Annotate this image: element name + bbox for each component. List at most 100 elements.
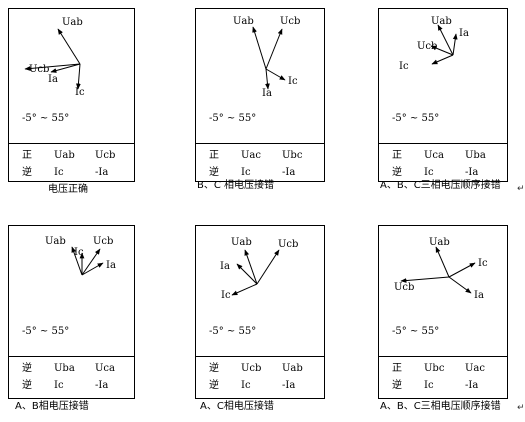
vector-label: Ic bbox=[221, 290, 231, 301]
phasor-vectors bbox=[24, 28, 81, 90]
vector-label: Ic bbox=[75, 87, 85, 98]
uab-vector bbox=[244, 249, 258, 285]
sequence-cell: Uab bbox=[54, 150, 75, 161]
vector-label: Uab bbox=[231, 237, 252, 248]
sequence-cell: -Ia bbox=[95, 167, 109, 178]
ucb-vector bbox=[430, 45, 454, 56]
sequence-cell: Uba bbox=[465, 150, 486, 161]
sequence-cell: 逆 bbox=[392, 167, 402, 178]
sequence-cell: Ic bbox=[241, 167, 251, 178]
table-divider bbox=[379, 356, 507, 357]
paragraph-mark-icon: ↵ bbox=[517, 184, 525, 194]
ucb-vector bbox=[24, 63, 81, 71]
ic-vector bbox=[448, 262, 476, 278]
vector-label: Uab bbox=[62, 17, 83, 28]
sequence-cell: 逆 bbox=[392, 380, 402, 391]
sequence-cell: 逆 bbox=[22, 380, 32, 391]
sequence-cell: -Ia bbox=[465, 167, 479, 178]
angle-range: -5° ~ 55° bbox=[209, 326, 257, 337]
vector-label: Uab bbox=[429, 237, 450, 248]
vector-label: Ucb bbox=[278, 239, 299, 250]
ia-vector bbox=[236, 263, 258, 285]
phasor-vectors bbox=[400, 246, 476, 294]
sequence-cell: Uab bbox=[282, 363, 303, 374]
vector-label: Uab bbox=[431, 16, 452, 27]
sequence-cell: 正 bbox=[209, 150, 219, 161]
sequence-cell: 逆 bbox=[22, 167, 32, 178]
sequence-cell: Ic bbox=[424, 167, 434, 178]
vector-label: Ic bbox=[478, 258, 488, 269]
uab-vector bbox=[71, 246, 83, 276]
phasor-vectors bbox=[231, 249, 280, 296]
phasor-vectors bbox=[430, 24, 458, 65]
sequence-cell: -Ia bbox=[465, 380, 479, 391]
sequence-cell: -Ia bbox=[282, 167, 296, 178]
sequence-cell: -Ia bbox=[95, 380, 109, 391]
sequence-cell: Ucb bbox=[241, 363, 262, 374]
sequence-cell: 正 bbox=[392, 150, 402, 161]
sequence-cell: Ic bbox=[54, 380, 64, 391]
table-divider bbox=[9, 143, 134, 144]
vector-label: Ia bbox=[262, 88, 272, 99]
vector-label: Ia bbox=[48, 74, 58, 85]
sequence-cell: Ucb bbox=[95, 150, 116, 161]
vector-label: Ic bbox=[288, 76, 298, 87]
sequence-cell: Uac bbox=[465, 363, 485, 374]
ucb-vector bbox=[265, 28, 283, 70]
vector-label: Ic bbox=[399, 61, 409, 72]
vector-label: Ucb bbox=[417, 41, 438, 52]
panel-caption: 电压正确 bbox=[48, 184, 88, 195]
vector-label: Ucb bbox=[394, 282, 415, 293]
ucb-vector bbox=[81, 248, 101, 276]
sequence-cell: Uca bbox=[95, 363, 115, 374]
angle-range: -5° ~ 55° bbox=[209, 113, 257, 124]
sequence-cell: Ic bbox=[241, 380, 251, 391]
sequence-cell: Uba bbox=[54, 363, 75, 374]
vector-label: Ia bbox=[459, 28, 469, 39]
panel-caption: A、B、C三相电压顺序接错 bbox=[380, 401, 501, 412]
panel-caption: A、B相电压接错 bbox=[15, 401, 89, 412]
angle-range: -5° ~ 55° bbox=[392, 326, 440, 337]
table-divider bbox=[196, 356, 324, 357]
sequence-cell: Ic bbox=[54, 167, 64, 178]
vector-label: Uab bbox=[233, 16, 254, 27]
sequence-cell: 逆 bbox=[209, 363, 219, 374]
uab-vector bbox=[437, 24, 454, 56]
ia-vector bbox=[81, 262, 104, 276]
vector-label: Ucb bbox=[29, 64, 50, 75]
vector-label: Ia bbox=[220, 261, 230, 272]
table-divider bbox=[196, 143, 324, 144]
ic-vector bbox=[231, 283, 258, 296]
ucb-vector bbox=[256, 249, 280, 285]
vector-label: Ia bbox=[106, 260, 116, 271]
ucb-vector bbox=[400, 276, 450, 283]
ia-vector bbox=[265, 68, 270, 90]
panel-caption: A、B、C三相电压顺序接错 bbox=[380, 180, 501, 191]
sequence-cell: -Ia bbox=[282, 380, 296, 391]
uab-vector bbox=[57, 28, 81, 65]
ia-vector bbox=[452, 33, 458, 56]
table-divider bbox=[9, 356, 134, 357]
table-divider bbox=[379, 143, 507, 144]
sequence-cell: Uca bbox=[424, 150, 444, 161]
sequence-cell: Ubc bbox=[424, 363, 445, 374]
sequence-cell: 正 bbox=[22, 150, 32, 161]
uab-vector bbox=[252, 26, 267, 70]
sequence-cell: 逆 bbox=[209, 380, 219, 391]
paragraph-mark-icon: ↵ bbox=[517, 403, 525, 413]
vector-label: Uab bbox=[45, 236, 66, 247]
phasor-vectors bbox=[71, 246, 104, 276]
ia-vector bbox=[448, 276, 472, 294]
ic-vector bbox=[431, 54, 454, 65]
ic-vector bbox=[265, 68, 286, 81]
phasor-vectors bbox=[252, 26, 286, 90]
ic-vector bbox=[76, 63, 81, 90]
sequence-cell: 正 bbox=[392, 363, 402, 374]
angle-range: -5° ~ 55° bbox=[22, 326, 70, 337]
uab-vector bbox=[435, 246, 450, 278]
